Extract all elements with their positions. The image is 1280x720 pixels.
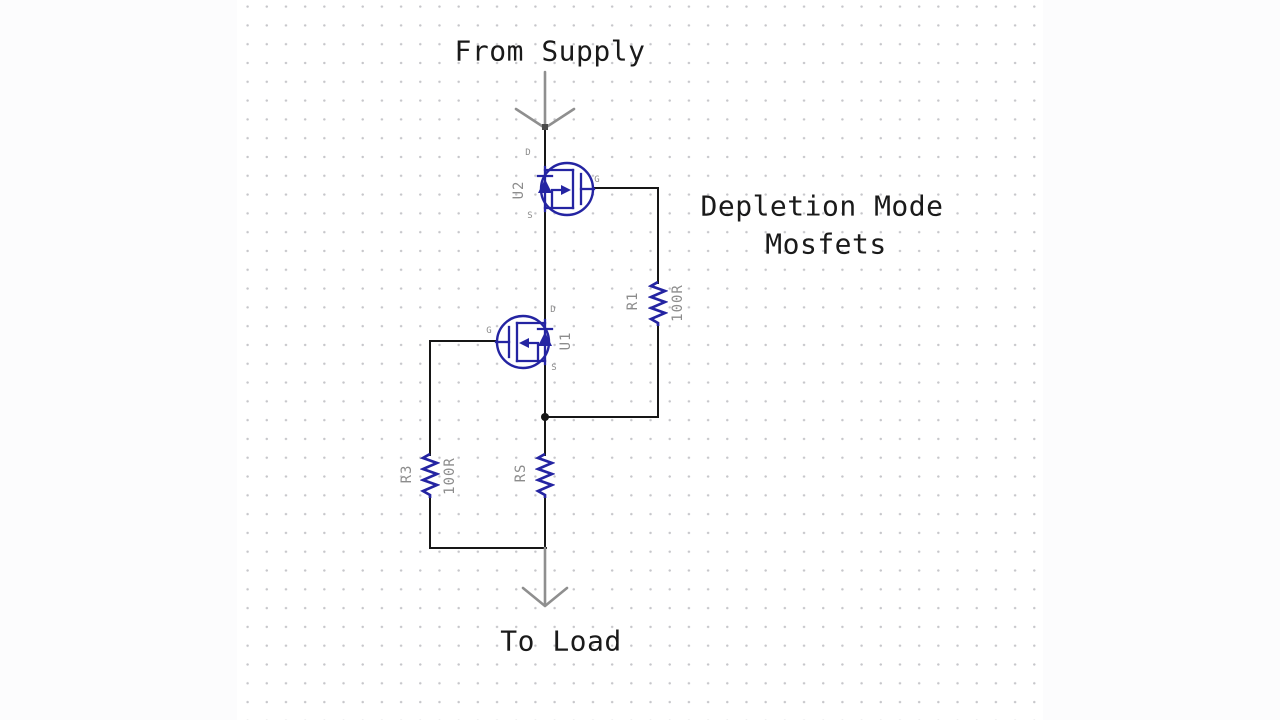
wire-r3-top — [429, 340, 431, 456]
wire-rs-top — [544, 417, 546, 456]
u1-pin-g-label: G — [486, 326, 492, 336]
r1-ref-label: R1 — [625, 291, 641, 311]
resistor-r1-symbol[interactable] — [648, 281, 668, 327]
load-down-arrow-icon — [521, 546, 569, 608]
u1-pin-s-label: S — [551, 363, 557, 373]
wire-u1-gate — [429, 340, 498, 342]
junction-dot — [541, 413, 549, 421]
resistor-r3-symbol[interactable] — [420, 453, 440, 499]
mosfet-u1-symbol[interactable] — [488, 307, 558, 377]
wire-u2-gate — [593, 187, 659, 189]
from-supply-label: From Supply — [454, 34, 646, 68]
u2-ref-label: U2 — [511, 180, 527, 200]
r3-ref-label: R3 — [399, 464, 415, 484]
u2-pin-g-label: G — [594, 175, 600, 185]
wire-bottom-horizontal — [429, 547, 547, 549]
wire-source-to-r1 — [544, 416, 659, 418]
annotation-line2: Mosfets — [765, 227, 887, 261]
wire-rs-bottom — [544, 498, 546, 549]
u1-pin-d-label: D — [550, 305, 556, 315]
resistor-rs-symbol[interactable] — [535, 453, 555, 499]
wire-main-vertical — [544, 130, 546, 418]
to-load-label: To Load — [500, 624, 622, 658]
u1-ref-label: U1 — [558, 331, 574, 351]
supply-down-arrow-icon — [514, 70, 576, 130]
wire-r3-bottom — [429, 498, 431, 549]
mosfet-u2-symbol[interactable] — [532, 154, 602, 224]
wire-r1-bottom — [657, 326, 659, 418]
rs-ref-label: RS — [513, 463, 529, 483]
r1-value-label: 100R — [670, 284, 686, 322]
schematic-grid-canvas — [237, 0, 1043, 720]
r3-value-label: 100R — [442, 457, 458, 495]
u2-pin-s-label: S — [527, 211, 533, 221]
u2-pin-d-label: D — [525, 148, 531, 158]
annotation-line1: Depletion Mode — [700, 189, 944, 223]
wire-r1-top — [657, 187, 659, 284]
